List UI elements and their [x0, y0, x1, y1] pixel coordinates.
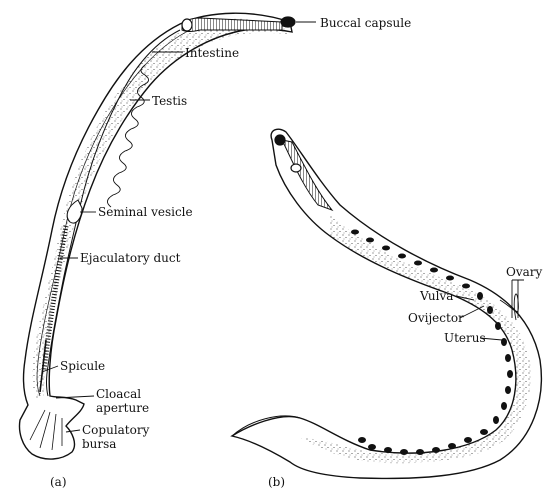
female-buccal-capsule: [274, 134, 286, 146]
male-bursa-rays: [29, 409, 63, 451]
label-uterus: Uterus: [444, 331, 486, 345]
label-ovary: Ovary: [506, 265, 543, 279]
label-cloacal-2: aperture: [96, 401, 149, 415]
label-ejaculatory-duct: Ejaculatory duct: [80, 251, 181, 265]
caption-b: (b): [268, 475, 285, 489]
male-body-outline: [18, 12, 293, 460]
label-buccal-capsule: Buccal capsule: [320, 16, 411, 30]
male-buccal-capsule: [280, 16, 296, 28]
label-testis: Testis: [152, 94, 187, 108]
male-ejaculatory-duct: [41, 225, 69, 371]
male-oesophagus: [181, 17, 283, 32]
label-ovijector: Ovijector: [408, 311, 464, 325]
male-testis: [107, 64, 149, 208]
female-nerve-ring: [290, 163, 302, 173]
label-seminal-vesicle: Seminal vesicle: [98, 205, 193, 219]
female-eggs: [351, 229, 513, 455]
caption-a: (a): [50, 475, 67, 489]
label-vulva: Vulva: [419, 289, 453, 303]
male-worm: [18, 12, 296, 460]
label-intestine: Intestine: [185, 46, 239, 60]
female-body-outline: [230, 128, 543, 480]
label-cloacal-1: Cloacal: [96, 387, 141, 401]
female-oesophagus: [281, 139, 334, 212]
male-intestine: [46, 29, 181, 397]
leader-lines: [41, 21, 524, 433]
male-spicule: [39, 339, 47, 393]
label-copulatory-2: bursa: [82, 437, 116, 451]
male-seminal-vesicle: [66, 199, 83, 224]
female-tail: [231, 415, 301, 437]
label-copulatory-1: Copulatory: [82, 423, 150, 437]
female-worm: [230, 128, 543, 480]
label-spicule: Spicule: [60, 359, 105, 373]
male-nerve-ring: [181, 18, 193, 32]
